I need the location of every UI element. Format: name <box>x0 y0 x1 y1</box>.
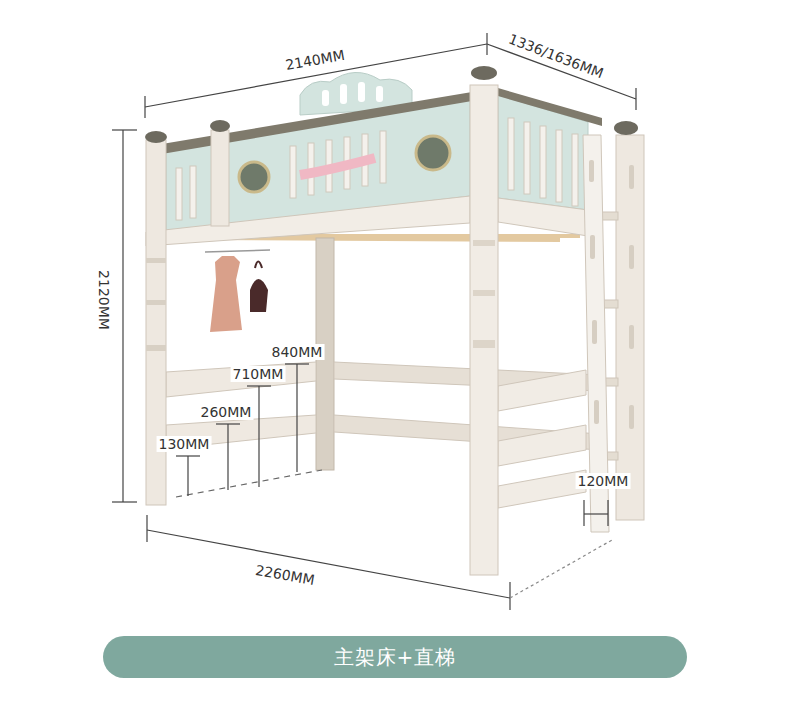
dimension-label: 2260MM <box>252 562 318 589</box>
caption-text: 主架床+直梯 <box>334 644 457 671</box>
dimension-label: 710MM <box>231 366 286 382</box>
dimension-label: 2140MM <box>282 47 348 74</box>
dimension-label: 840MM <box>270 344 325 360</box>
dimension-lines <box>112 33 636 610</box>
dimension-label: 260MM <box>199 404 254 420</box>
dimension-label: 130MM <box>157 436 212 452</box>
dimension-label: 2120MM <box>96 268 112 332</box>
caption-band: 主架床+直梯 <box>103 636 687 678</box>
dimension-label: 120MM <box>576 473 631 489</box>
